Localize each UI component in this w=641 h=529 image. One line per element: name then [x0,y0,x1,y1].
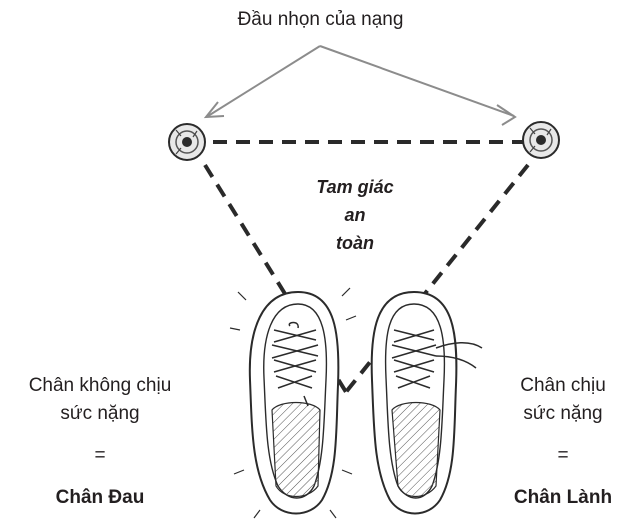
triangle-label-line2: an [344,205,365,225]
right-equals: = [485,442,641,470]
left-caption-line1: Chân không chịu [29,375,172,396]
crutch-tip-left [169,124,205,160]
right-caption-line1: Chân chịu [520,375,606,396]
left-equals: = [0,442,200,470]
right-foot-name: Chân Lành [485,484,641,512]
arrow-right [320,46,514,116]
arrow-right-head [497,105,515,125]
triangle-label-line3: toàn [336,233,374,253]
sore-foot-caption: Chân không chịu sức nặng = Chân Đau [0,372,200,512]
safety-triangle-label: Tam giác an toàn [285,173,425,257]
arrow-left-head [206,102,224,117]
crutch-tip-label: Đầu nhọn của nạng [170,8,471,32]
shoe-left [230,288,356,518]
arrows [206,46,515,125]
right-caption-line2: sức nặng [523,403,602,424]
triangle-label-line1: Tam giác [316,177,393,197]
arrow-left [208,46,320,116]
left-caption-line2: sức nặng [60,403,139,424]
left-foot-name: Chân Đau [0,484,200,512]
healthy-foot-caption: Chân chịu sức nặng = Chân Lành [485,372,641,512]
shoe-right [372,292,482,514]
crutch-tip-right [523,122,559,158]
